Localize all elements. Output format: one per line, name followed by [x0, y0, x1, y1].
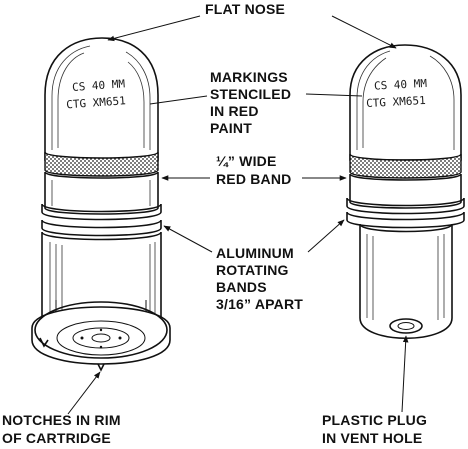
label-plastic-plug-1: PLASTIC PLUG	[322, 412, 427, 428]
markings-leader-left	[149, 95, 208, 105]
label-aluminum-3: BANDS	[216, 279, 267, 295]
label-markings-3: IN RED	[210, 103, 259, 119]
right-cartridge: CS 40 MM CTG XM651	[346, 44, 465, 339]
right-projectile-mid	[349, 173, 462, 209]
leader-lines	[67, 15, 409, 415]
right-tail	[359, 223, 453, 339]
left-base-face	[34, 301, 168, 359]
label-markings-4: PAINT	[210, 120, 252, 136]
flat-nose-leader-right	[331, 15, 397, 49]
aluminum-leader-left	[163, 225, 213, 253]
left-rotating-band-2	[41, 219, 162, 237]
notches-leader	[67, 371, 101, 415]
label-red-band-1: ¼” WIDE	[216, 153, 277, 169]
left-cartridge-rim	[31, 306, 171, 365]
label-plastic-plug-2: IN VENT HOLE	[322, 430, 422, 446]
label-flat-nose: FLAT NOSE	[205, 1, 285, 17]
right-rotating-band-2	[346, 211, 465, 229]
left-rim-notch-1	[39, 337, 49, 348]
left-projectile-nose	[44, 37, 159, 161]
label-notches-1: NOTCHES IN RIM	[2, 412, 121, 428]
right-plastic-plug	[389, 318, 423, 334]
label-aluminum-2: ROTATING	[216, 262, 289, 278]
right-red-band	[349, 153, 462, 179]
flat-nose-leader-left	[107, 15, 201, 42]
left-rotating-band-1	[41, 203, 162, 221]
left-stencil-line1: CS 40 MM	[72, 77, 126, 94]
markings-leader-right	[305, 93, 363, 97]
right-rotating-band-1	[346, 197, 465, 215]
label-notches-2: OF CARTRIDGE	[2, 430, 111, 446]
left-projectile-mid	[44, 171, 159, 215]
labels: FLAT NOSE MARKINGS STENCILED IN RED PAIN…	[2, 1, 427, 446]
right-projectile-nose	[349, 44, 462, 161]
label-aluminum-1: ALUMINUM	[216, 245, 294, 261]
left-cartridge: CS 40 MM CTG XM651	[31, 37, 171, 372]
label-markings-1: MARKINGS	[210, 69, 288, 85]
left-rim-notch-2	[97, 363, 105, 372]
plastic-plug-leader	[401, 335, 409, 413]
aluminum-leader-right	[307, 219, 345, 253]
left-stencil-line2: CTG XM651	[66, 94, 126, 111]
label-red-band-2: RED BAND	[216, 171, 292, 187]
label-aluminum-4: 3/16” APART	[216, 296, 303, 312]
right-stencil-line2: CTG XM651	[366, 94, 426, 110]
right-stencil-line1: CS 40 MM	[374, 77, 428, 93]
left-cartridge-case	[41, 231, 162, 321]
label-markings-2: STENCILED	[210, 86, 291, 102]
left-red-band	[44, 151, 159, 177]
